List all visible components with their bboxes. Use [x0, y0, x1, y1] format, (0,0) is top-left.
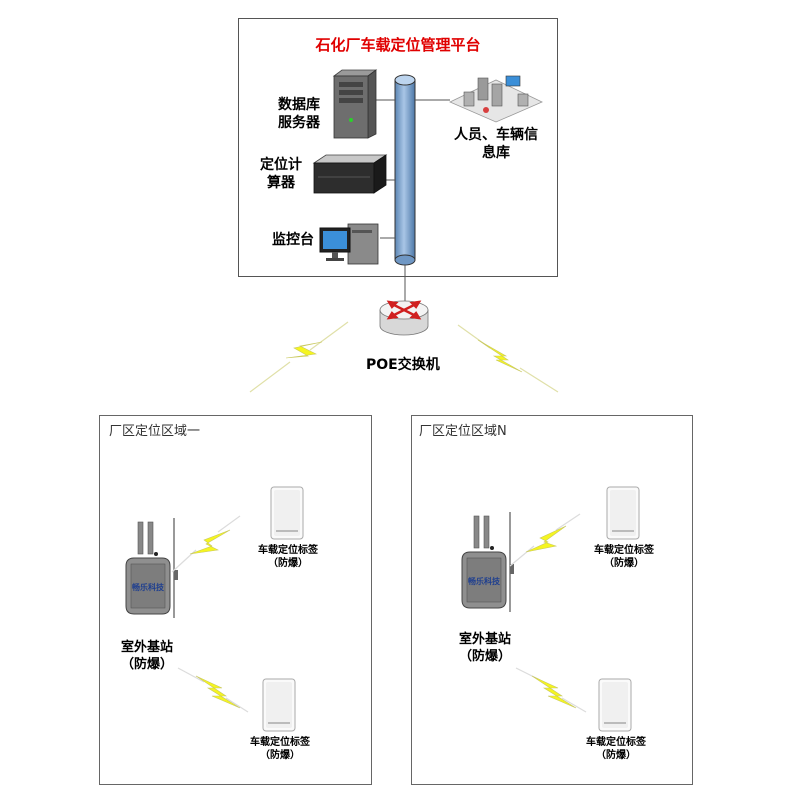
- zone-one-tag-top-icon: [270, 486, 304, 540]
- zone-n-tag-top-label: 车载定位标签 （防爆）: [594, 545, 654, 569]
- lightning-right-icon: [477, 339, 523, 373]
- zone-n-tag-top-icon: [606, 486, 640, 540]
- zone-n-box: [411, 415, 693, 785]
- locator-label: 定位计 算器: [260, 157, 302, 192]
- database-server-icon: [332, 69, 378, 139]
- switch-label: POE交换机: [366, 357, 440, 373]
- zone-one-tag-bottom-icon: [262, 678, 296, 732]
- zone-one-station-label: 室外基站 （防爆）: [120, 640, 173, 672]
- monitor-workstation-icon: [319, 223, 379, 265]
- zone-n-lightning-top-icon: [525, 525, 567, 553]
- zone-one-title: 厂区定位区域一: [109, 424, 201, 439]
- db-server-label: 数据库 服务器: [278, 97, 320, 132]
- info-database-icon: [449, 75, 543, 123]
- monitor-label: 监控台: [272, 232, 314, 248]
- zone-one-base-station-icon: 畅乐科技: [125, 518, 178, 618]
- zone-n-station-brand: 畅乐科技: [468, 576, 501, 586]
- zone-n-base-station-icon: 畅乐科技: [461, 512, 514, 612]
- zone-n-lightning-bottom-icon: [531, 675, 577, 709]
- platform-title: 石化厂车载定位管理平台: [315, 36, 481, 54]
- zone-one-lightning-top-icon: [189, 529, 231, 555]
- locator-server-icon: [312, 154, 388, 194]
- zone-one-tag-top-label: 车载定位标签 （防爆）: [258, 545, 318, 569]
- zone-one-lightning-bottom-icon: [195, 675, 241, 709]
- lightning-left-icon: [285, 341, 323, 359]
- zone-one-station-brand: 畅乐科技: [132, 582, 165, 592]
- info-database-label: 人员、车辆信 息库: [454, 127, 538, 162]
- backbone-pipe-icon: [394, 74, 416, 266]
- zone-n-tag-bottom-label: 车载定位标签 （防爆）: [586, 737, 646, 761]
- zone-one-tag-bottom-label: 车载定位标签 （防爆）: [250, 737, 310, 761]
- zone-n-tag-bottom-icon: [598, 678, 632, 732]
- zone-n-title: 厂区定位区域N: [419, 424, 507, 439]
- router-switch-icon: [379, 300, 429, 336]
- zone-n-station-label: 室外基站 （防爆）: [458, 632, 511, 664]
